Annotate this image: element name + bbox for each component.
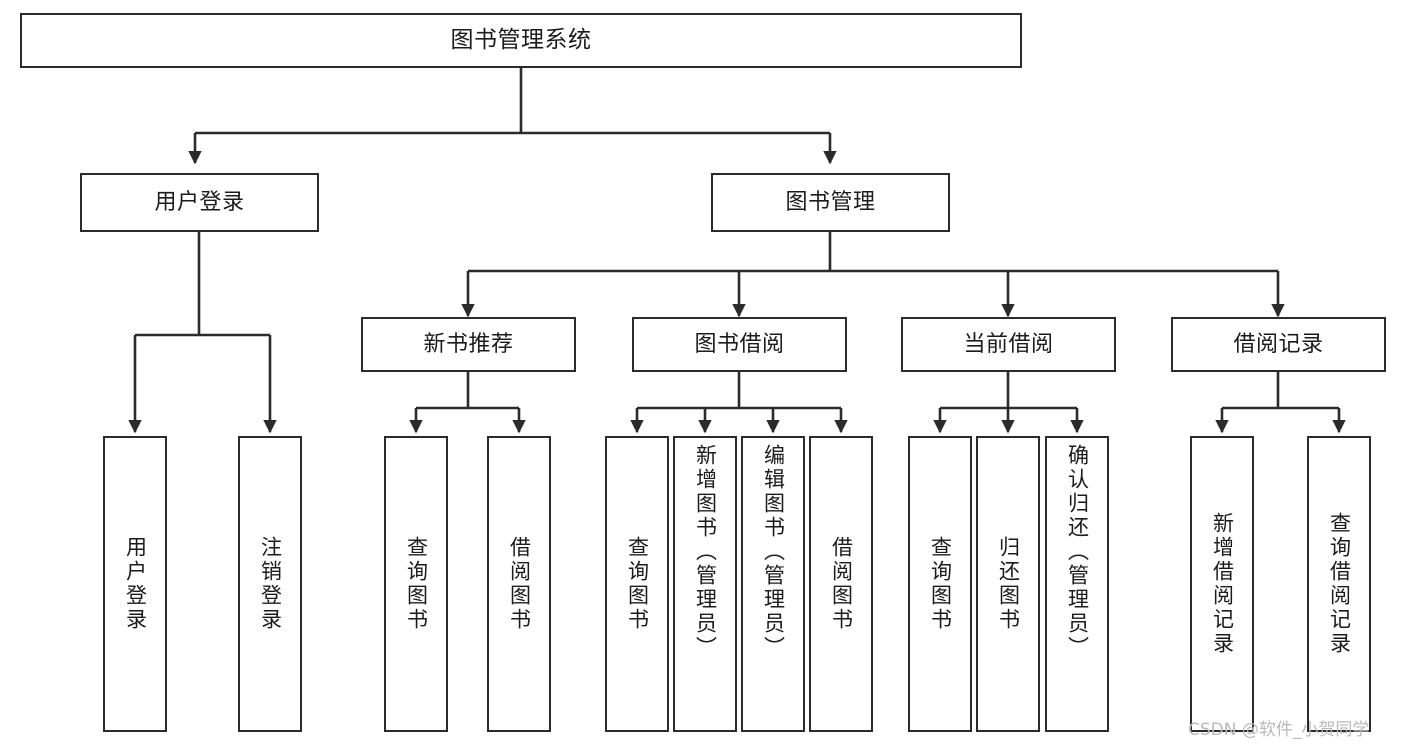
node-label: 借阅图书 bbox=[829, 536, 854, 632]
node-label: 归还图书 bbox=[996, 536, 1021, 632]
node-new-book-recommend[interactable]: 新书推荐 bbox=[361, 317, 576, 372]
node-current-borrow[interactable]: 当前借阅 bbox=[901, 317, 1116, 372]
leaf-borrow-book-borrow[interactable]: 借阅图书 bbox=[809, 436, 873, 732]
leaf-query-borrow-record[interactable]: 查询借阅记录 bbox=[1307, 436, 1371, 732]
node-label: 查询图书 bbox=[928, 536, 953, 632]
leaf-return-book[interactable]: 归还图书 bbox=[976, 436, 1040, 732]
node-label: 新增图书（管理员） bbox=[693, 444, 718, 660]
leaf-logout[interactable]: 注销登录 bbox=[238, 436, 302, 732]
node-label: 用户登录 bbox=[123, 536, 148, 632]
leaf-query-book-borrow[interactable]: 查询图书 bbox=[605, 436, 669, 732]
leaf-add-book-admin[interactable]: 新增图书（管理员） bbox=[673, 436, 737, 732]
node-label: 图书管理系统 bbox=[450, 26, 592, 53]
leaf-query-book-current[interactable]: 查询图书 bbox=[908, 436, 972, 732]
node-label: 注销登录 bbox=[258, 536, 283, 632]
leaf-borrow-book-recommend[interactable]: 借阅图书 bbox=[487, 436, 551, 732]
node-root-book-management-system[interactable]: 图书管理系统 bbox=[20, 13, 1022, 68]
node-label: 确认归还（管理员） bbox=[1065, 444, 1090, 660]
leaf-query-book-recommend[interactable]: 查询图书 bbox=[384, 436, 448, 732]
node-label: 新书推荐 bbox=[423, 331, 514, 357]
node-book-management[interactable]: 图书管理 bbox=[711, 173, 950, 232]
node-label: 借阅记录 bbox=[1233, 331, 1324, 357]
csdn-watermark: CSDN @软件_小贺同学 bbox=[1188, 720, 1370, 740]
leaf-confirm-return-admin[interactable]: 确认归还（管理员） bbox=[1045, 436, 1109, 732]
node-label: 用户登录 bbox=[154, 189, 245, 215]
node-label: 借阅图书 bbox=[507, 536, 532, 632]
node-label: 图书管理 bbox=[785, 189, 876, 215]
node-label: 新增借阅记录 bbox=[1210, 512, 1235, 656]
node-label: 图书借阅 bbox=[694, 331, 785, 357]
node-label: 当前借阅 bbox=[963, 331, 1054, 357]
node-label: 编辑图书（管理员） bbox=[761, 444, 786, 660]
leaf-edit-book-admin[interactable]: 编辑图书（管理员） bbox=[741, 436, 805, 732]
node-user-login[interactable]: 用户登录 bbox=[80, 173, 319, 232]
node-book-borrow[interactable]: 图书借阅 bbox=[632, 317, 847, 372]
leaf-user-login[interactable]: 用户登录 bbox=[103, 436, 167, 732]
node-borrow-record[interactable]: 借阅记录 bbox=[1171, 317, 1386, 372]
node-label: 查询图书 bbox=[625, 536, 650, 632]
node-label: 查询借阅记录 bbox=[1327, 512, 1352, 656]
node-label: 查询图书 bbox=[404, 536, 429, 632]
leaf-add-borrow-record[interactable]: 新增借阅记录 bbox=[1190, 436, 1254, 732]
